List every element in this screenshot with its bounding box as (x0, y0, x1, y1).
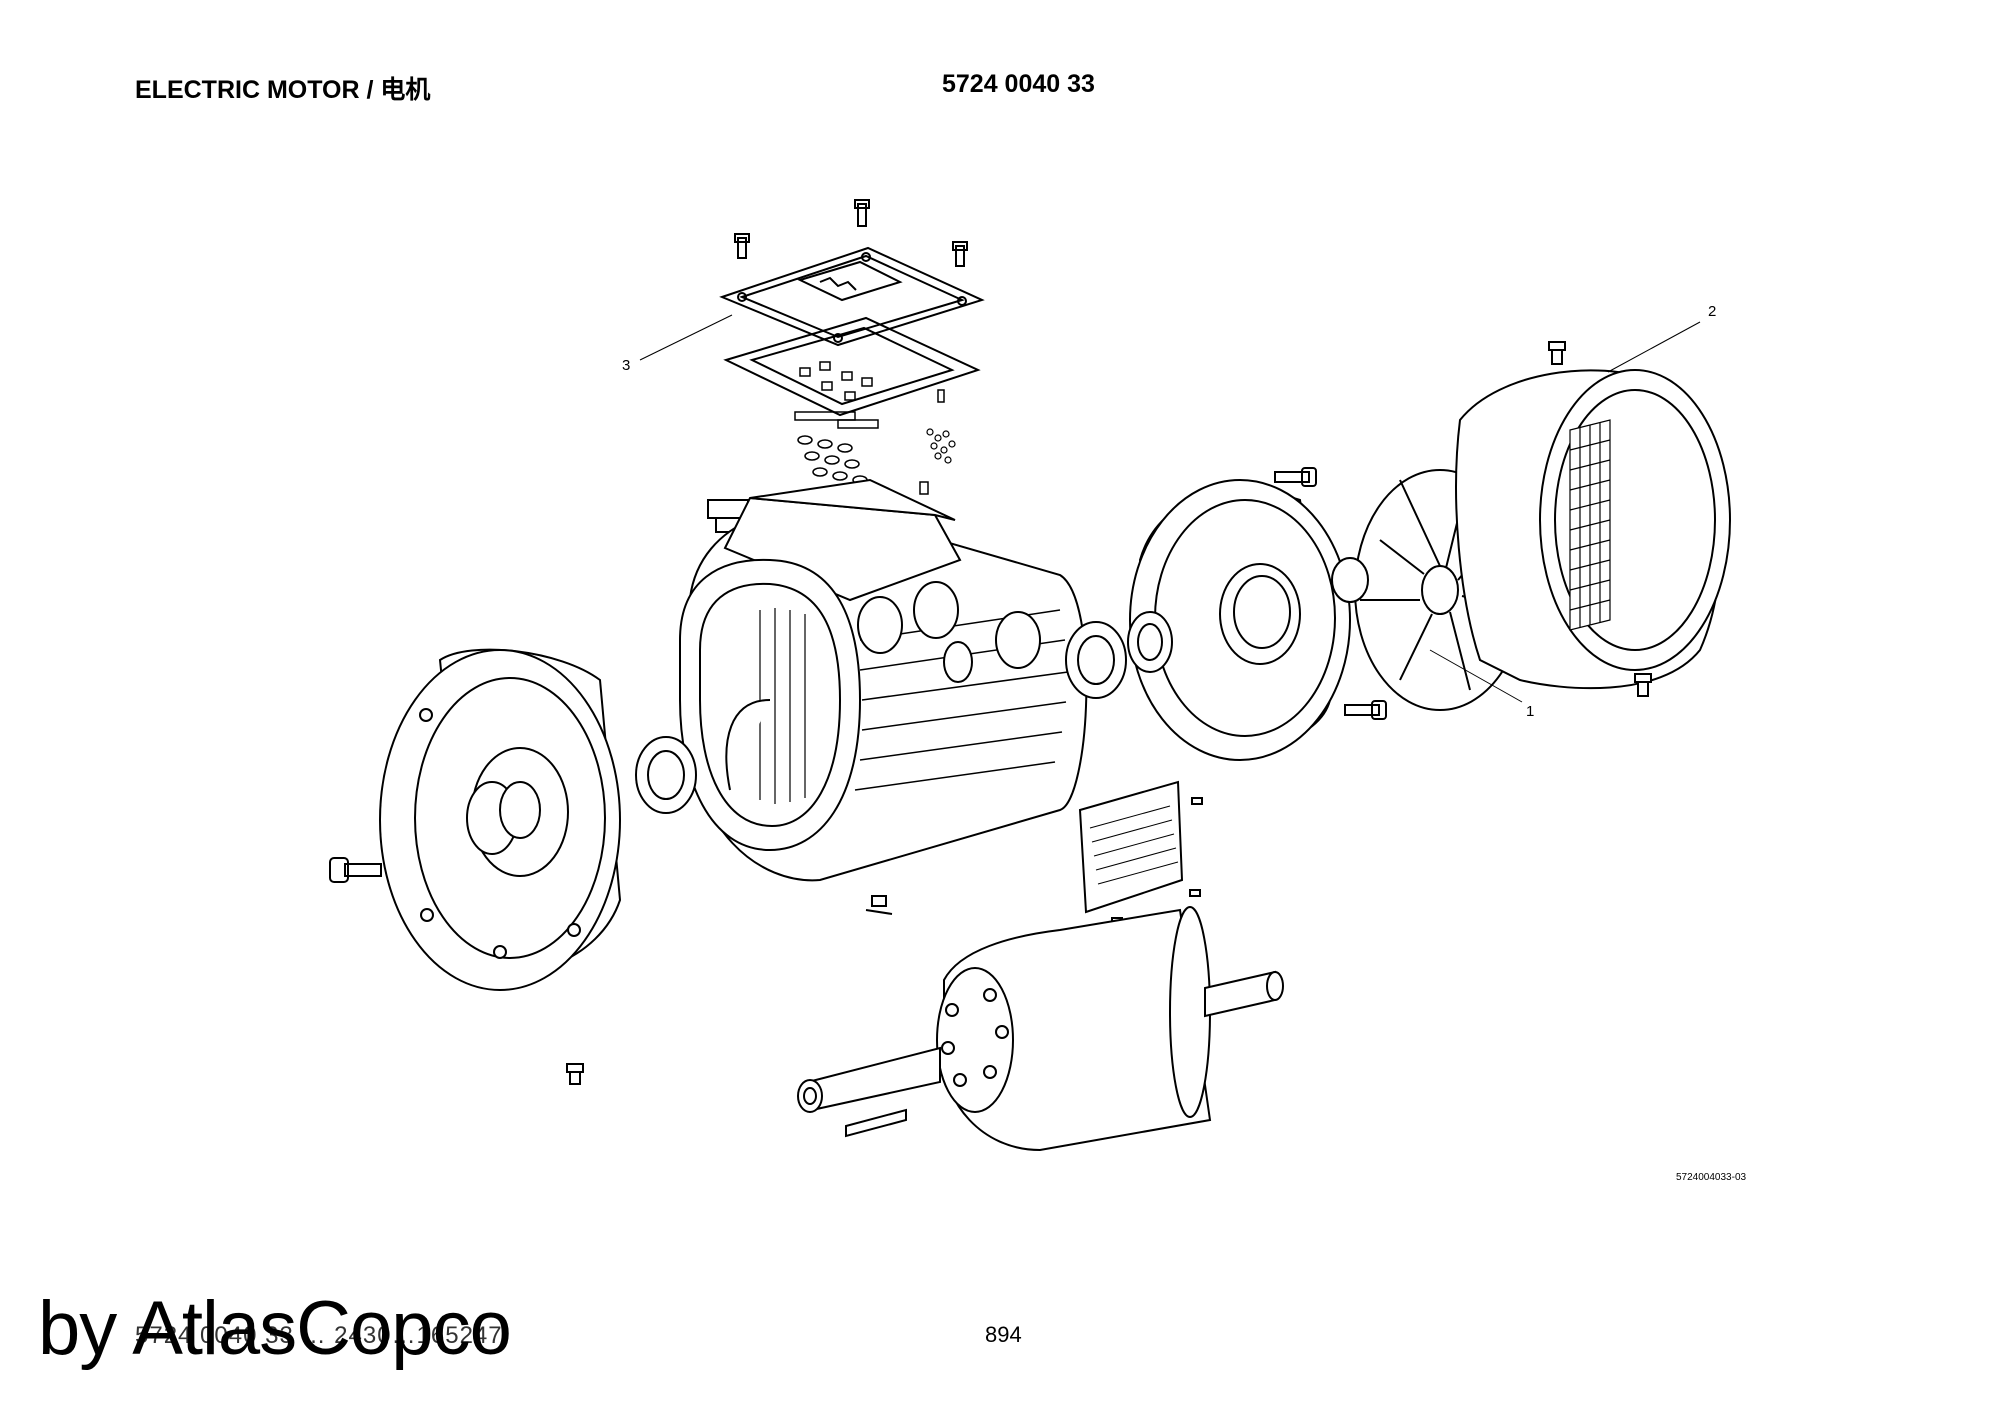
page-number: 894 (985, 1322, 1022, 1347)
figure-reference: 5724004033-03 (1676, 1172, 1747, 1183)
front-bearing (635, 736, 697, 814)
watermark: by AtlasCopco (38, 1286, 512, 1371)
rear-bearing (1065, 611, 1173, 699)
rating-plate (1078, 780, 1203, 925)
callout-label: 1 (1526, 703, 1534, 720)
terminal-box-cover (719, 246, 985, 347)
callout-leaders (639, 314, 1701, 703)
motor-frame (679, 478, 1088, 882)
callout-label: 2 (1708, 303, 1716, 320)
fan-cover (1455, 341, 1731, 697)
small-parts-cluster (926, 428, 956, 464)
earth-terminal (865, 895, 893, 915)
flange-end-shield (379, 648, 622, 991)
footer-doc-reference: 5724 0040 33 … 2430…165247 (135, 1322, 503, 1349)
cover-screws (734, 199, 968, 267)
part-number: 5724 0040 33 (942, 70, 1095, 98)
rotor-shaft (797, 906, 1284, 1152)
flange-bolt (329, 857, 382, 883)
callout-label: 3 (622, 357, 630, 374)
rear-end-shield (1129, 479, 1351, 761)
shaft-key (566, 1063, 907, 1138)
end-shield-bolts (1274, 467, 1387, 720)
terminal-gasket (723, 316, 981, 417)
page-title: ELECTRIC MOTOR / 电机 (135, 76, 431, 104)
